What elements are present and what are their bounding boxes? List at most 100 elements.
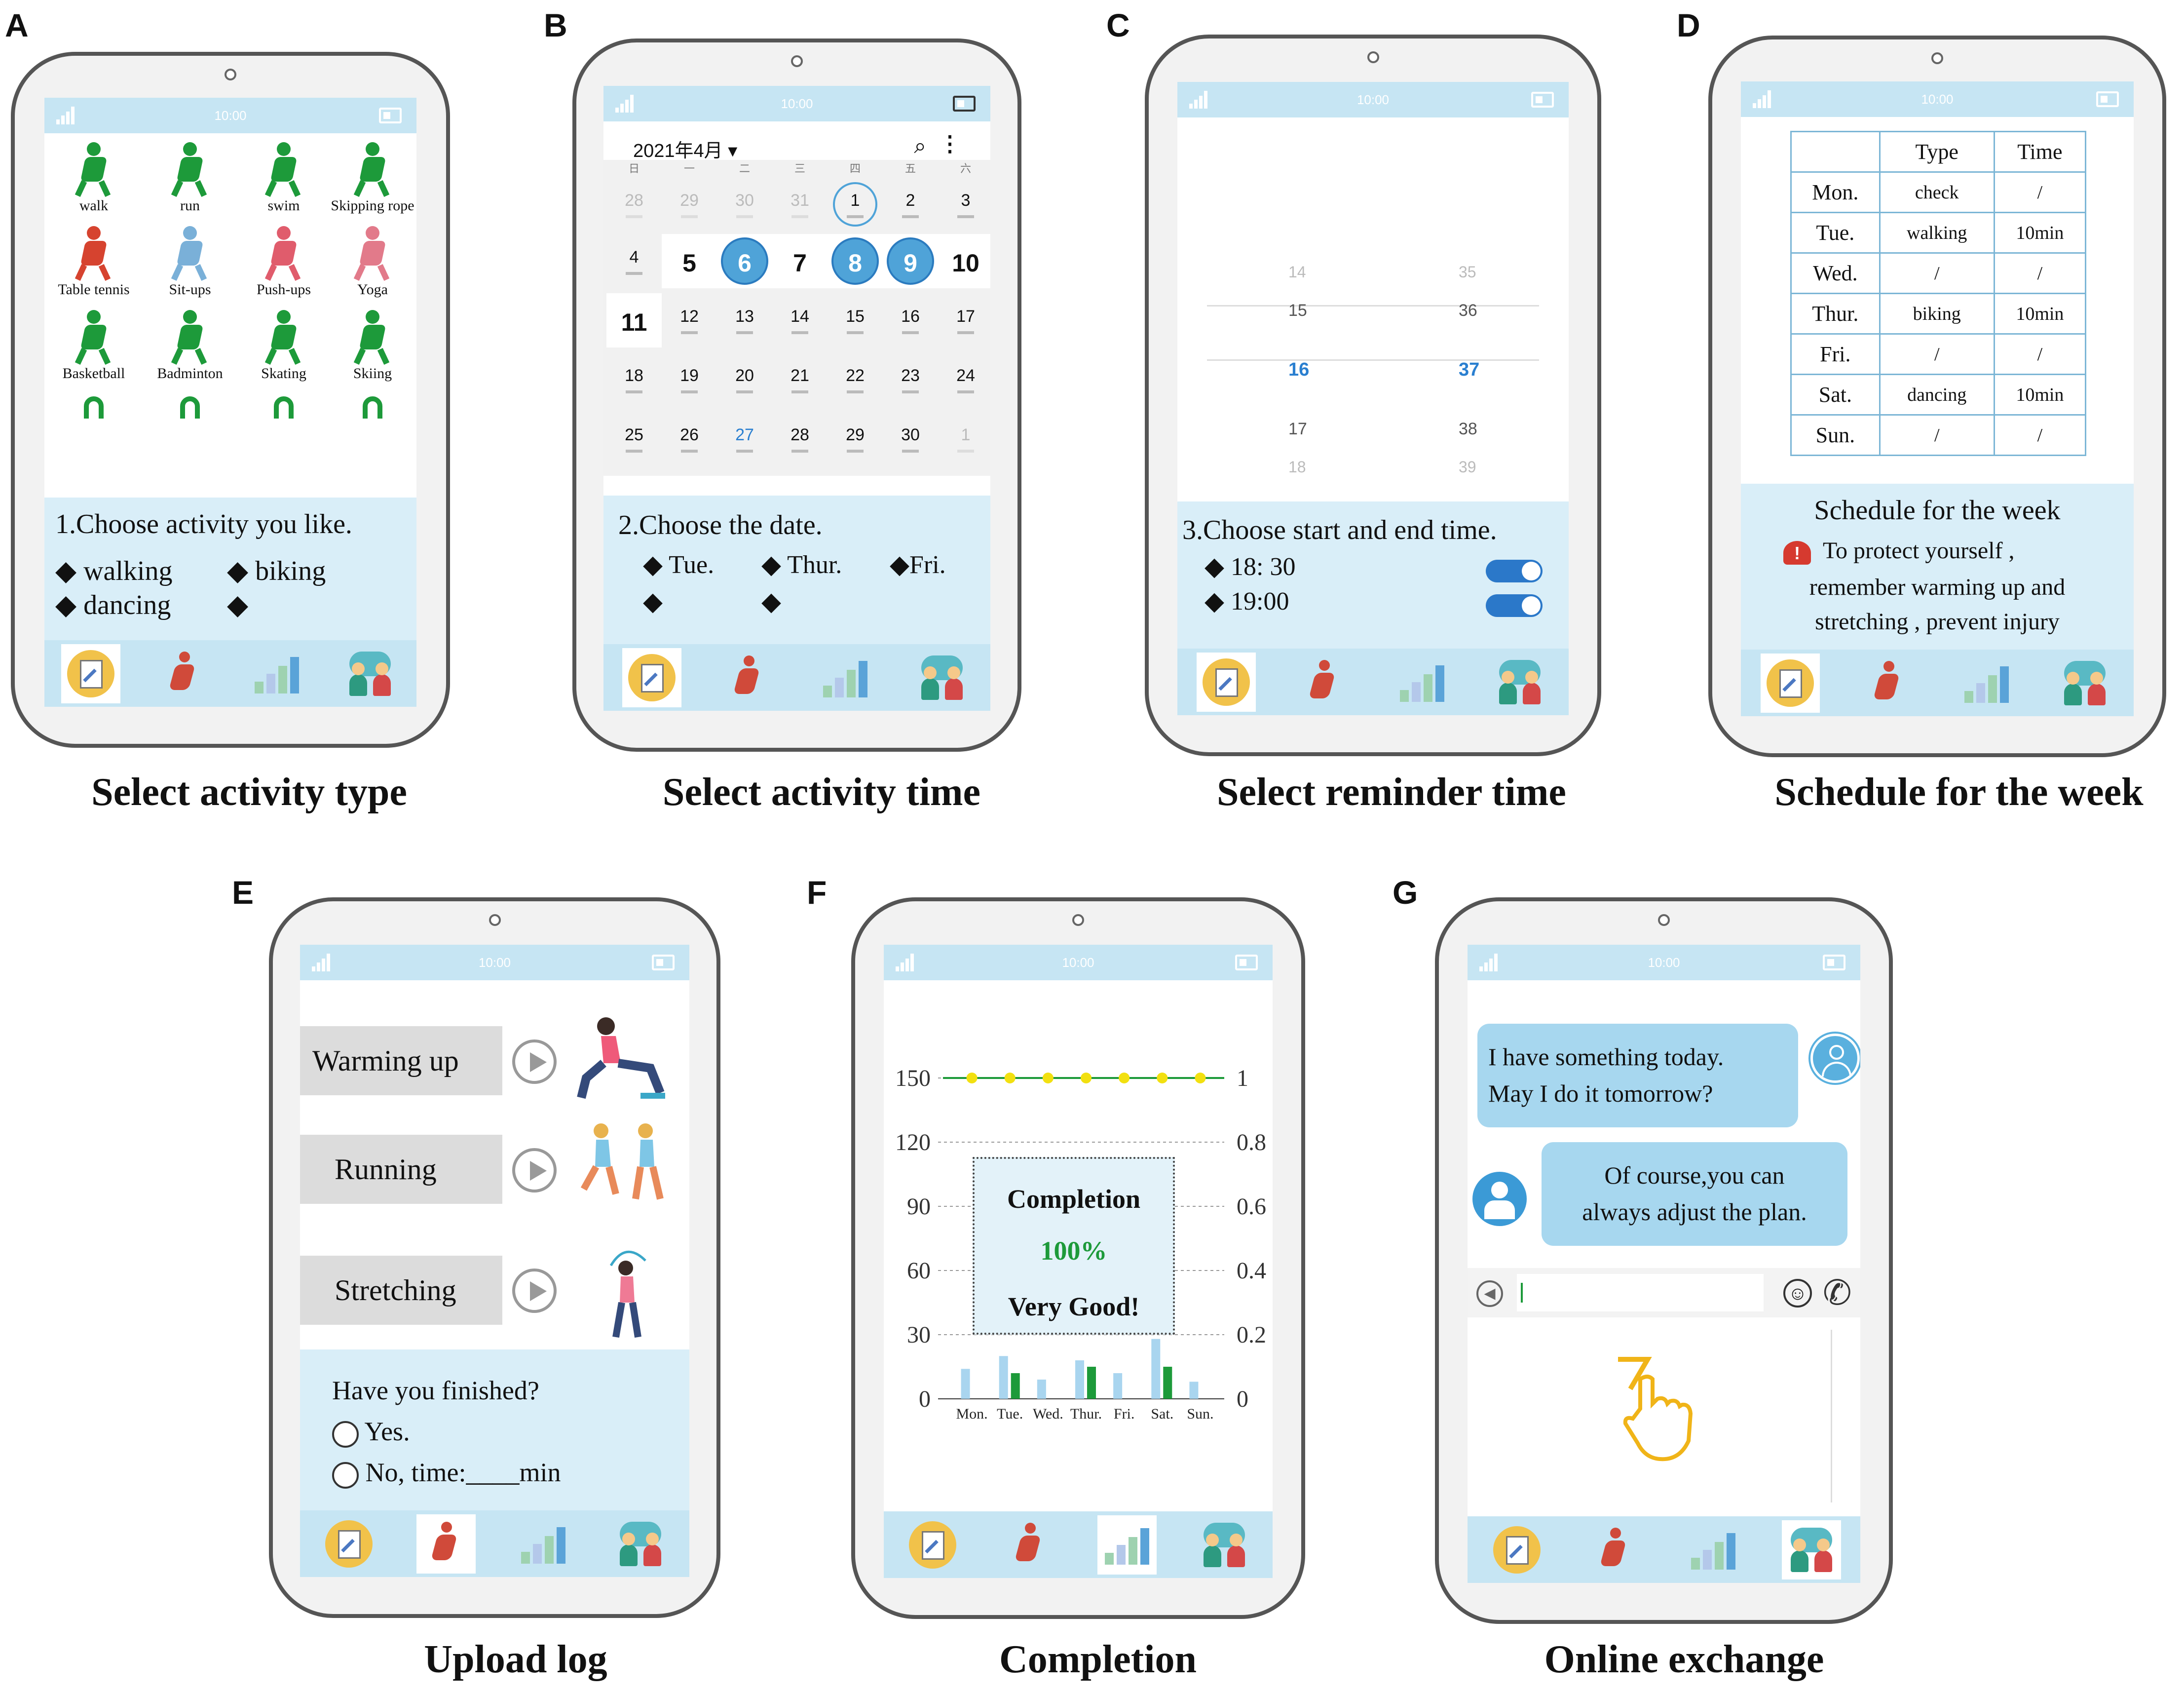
hour-item[interactable]: 14 xyxy=(1288,263,1306,281)
calendar-day[interactable]: 10 xyxy=(938,234,990,288)
nav-exercise[interactable] xyxy=(1000,1515,1059,1575)
minute-item[interactable]: 36 xyxy=(1459,301,1477,320)
choice-fri[interactable]: ◆Fri. xyxy=(890,551,946,579)
nav-chat[interactable] xyxy=(1490,653,1549,712)
calendar-day[interactable]: 11 xyxy=(606,293,662,347)
choice-biking[interactable]: ◆ biking xyxy=(227,556,326,586)
activity-option[interactable]: walk xyxy=(47,137,141,221)
hour-item[interactable]: 15 xyxy=(1288,301,1307,320)
option-yes[interactable]: Yes. xyxy=(332,1416,410,1448)
more-icon[interactable]: ⋮ xyxy=(939,132,961,156)
play-icon[interactable] xyxy=(512,1148,557,1193)
activity-option[interactable]: run xyxy=(143,137,237,221)
nav-chat[interactable] xyxy=(1195,1515,1254,1575)
calendar-day[interactable]: 22 xyxy=(828,352,883,407)
calendar-day[interactable]: 12 xyxy=(662,293,717,347)
choice-empty[interactable]: ◆ xyxy=(227,590,249,620)
nav-exercise[interactable] xyxy=(1585,1520,1645,1579)
log-item-running[interactable]: Running xyxy=(300,1135,502,1204)
choice-walking[interactable]: ◆ walking xyxy=(55,556,173,586)
end-toggle[interactable] xyxy=(1486,594,1543,617)
play-icon[interactable] xyxy=(512,1269,557,1313)
activity-option[interactable]: swim xyxy=(237,137,331,221)
calendar-day[interactable]: 15 xyxy=(828,293,883,347)
calendar-day[interactable]: 8 xyxy=(828,234,883,288)
choice-empty-1[interactable]: ◆ xyxy=(643,588,663,616)
nav-stats[interactable] xyxy=(1393,653,1452,712)
nav-plan[interactable] xyxy=(1760,653,1820,713)
choice-empty-2[interactable]: ◆ xyxy=(761,588,781,616)
choice-tue[interactable]: ◆ Tue. xyxy=(643,551,715,579)
month-selector[interactable]: 2021年4月 ▾ xyxy=(633,141,738,161)
minute-item[interactable]: 35 xyxy=(1459,263,1476,281)
calendar-day[interactable]: 5 xyxy=(662,234,717,288)
activity-option[interactable]: Skipping rope xyxy=(326,137,416,221)
start-toggle[interactable] xyxy=(1486,560,1543,582)
calendar-day[interactable]: 28 xyxy=(606,180,662,229)
calendar-day[interactable]: 24 xyxy=(938,352,990,407)
activity-option[interactable]: Table tennis xyxy=(47,221,141,305)
calendar-day[interactable]: 27 xyxy=(717,412,772,466)
nav-plan[interactable] xyxy=(1487,1520,1546,1579)
nav-stats[interactable] xyxy=(1684,1520,1743,1579)
hour-item[interactable]: 18 xyxy=(1288,458,1306,476)
calendar-day[interactable]: 18 xyxy=(606,352,662,407)
nav-chat[interactable] xyxy=(912,648,972,707)
nav-chat[interactable] xyxy=(1781,1520,1841,1579)
choice-dancing[interactable]: ◆ dancing xyxy=(55,590,171,620)
nav-exercise[interactable] xyxy=(1859,654,1918,713)
log-item-stretching[interactable]: Stretching xyxy=(300,1256,502,1325)
log-item-warmup[interactable]: Warming up xyxy=(300,1026,502,1095)
calendar-day[interactable]: 28 xyxy=(772,412,828,466)
calendar-day[interactable]: 21 xyxy=(772,352,828,407)
nav-stats[interactable] xyxy=(1957,654,2016,713)
nav-plan[interactable] xyxy=(903,1515,962,1575)
voice-icon[interactable]: ◀ xyxy=(1476,1280,1503,1307)
play-icon[interactable] xyxy=(512,1039,557,1084)
calendar-day[interactable]: 3 xyxy=(938,180,990,229)
nav-stats[interactable] xyxy=(514,1514,573,1574)
message-input[interactable] xyxy=(1517,1274,1764,1311)
choice-thur[interactable]: ◆ Thur. xyxy=(761,551,842,579)
nav-stats[interactable] xyxy=(1097,1515,1157,1575)
nav-stats[interactable] xyxy=(247,644,306,703)
activity-option[interactable]: Basketball xyxy=(47,305,141,389)
calendar-day[interactable]: 19 xyxy=(662,352,717,407)
activity-option[interactable]: Yoga xyxy=(326,221,416,305)
calendar-day[interactable]: 23 xyxy=(883,352,938,407)
calendar-day[interactable]: 2 xyxy=(883,180,938,229)
search-icon[interactable]: ⌕ xyxy=(914,134,926,158)
calendar-day[interactable]: 25 xyxy=(606,412,662,466)
minute-item[interactable]: 38 xyxy=(1459,420,1477,438)
nav-exercise[interactable] xyxy=(416,1514,476,1574)
nav-plan[interactable] xyxy=(319,1514,378,1574)
activity-option[interactable]: Push-ups xyxy=(237,221,331,305)
radio-no[interactable] xyxy=(332,1462,359,1489)
phone-call-icon[interactable]: ✆ xyxy=(1823,1274,1852,1312)
nav-stats[interactable] xyxy=(816,648,875,707)
radio-yes[interactable] xyxy=(332,1421,359,1448)
activity-option[interactable]: Badminton xyxy=(143,305,237,389)
nav-chat[interactable] xyxy=(340,644,400,703)
calendar-day[interactable]: 17 xyxy=(938,293,990,347)
calendar-day[interactable]: 6 xyxy=(717,234,772,288)
activity-option[interactable]: Skating xyxy=(237,305,331,389)
minute-item[interactable]: 39 xyxy=(1459,458,1476,476)
calendar-day[interactable]: 30 xyxy=(717,180,772,229)
calendar-day[interactable]: 1 xyxy=(938,412,990,466)
calendar-day[interactable]: 14 xyxy=(772,293,828,347)
calendar-day[interactable]: 1 xyxy=(828,180,883,229)
hour-selected[interactable]: 16 xyxy=(1288,359,1310,380)
calendar-day[interactable]: 29 xyxy=(662,180,717,229)
activity-option[interactable]: Sit-ups xyxy=(143,221,237,305)
nav-exercise[interactable] xyxy=(1294,653,1354,712)
nav-plan[interactable] xyxy=(622,648,681,707)
calendar-day[interactable]: 26 xyxy=(662,412,717,466)
calendar-day[interactable]: 9 xyxy=(883,234,938,288)
nav-chat[interactable] xyxy=(611,1514,670,1574)
activity-option[interactable]: Skiing xyxy=(326,305,416,389)
calendar-day[interactable]: 4 xyxy=(606,234,662,288)
calendar-day[interactable]: 7 xyxy=(772,234,828,288)
calendar-day[interactable]: 13 xyxy=(717,293,772,347)
calendar-day[interactable]: 31 xyxy=(772,180,828,229)
